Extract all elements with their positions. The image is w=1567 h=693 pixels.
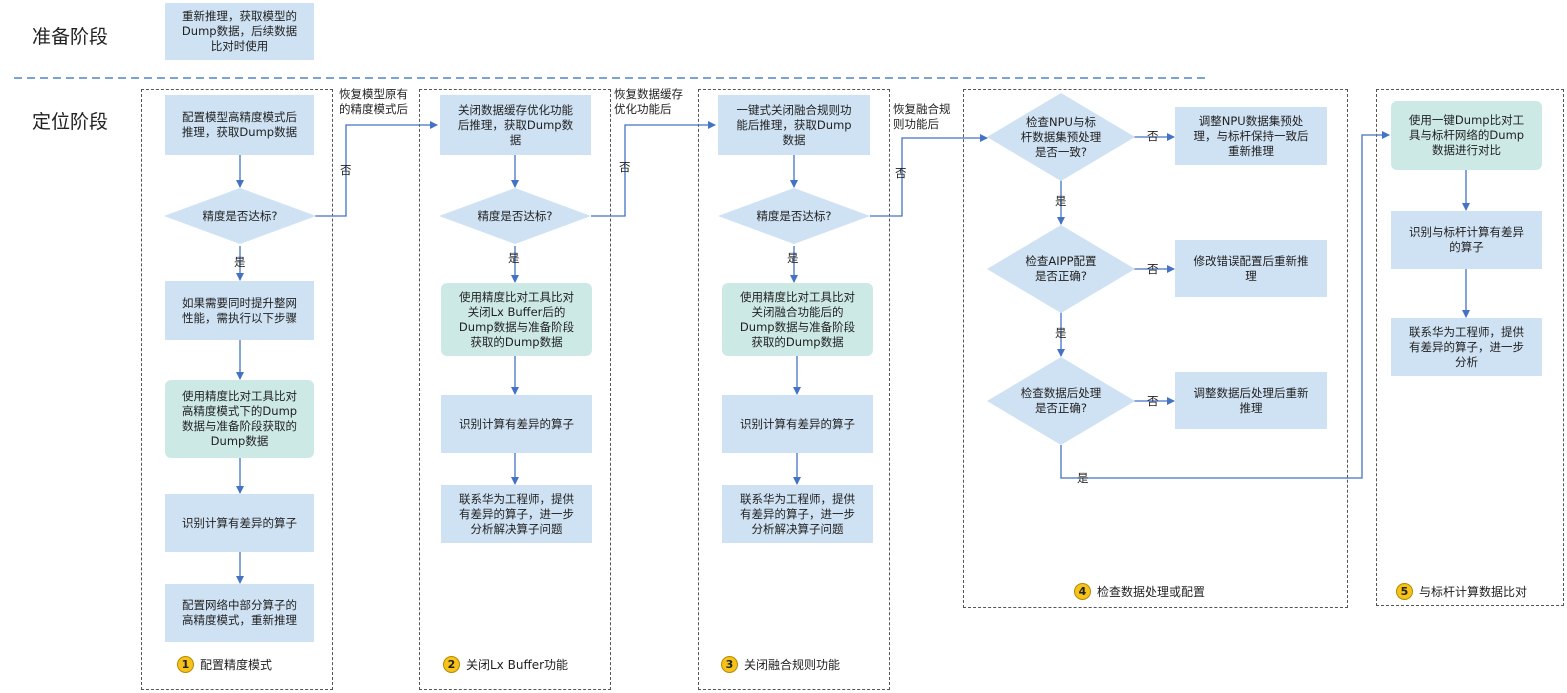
g1-step-config-high-precision: 配置模型高精度模式后 推理，获取Dump数据	[165, 95, 314, 155]
decision-diamond-1	[164, 188, 316, 244]
g4-yes-label-1: 是	[1055, 194, 1067, 208]
group-4-frame	[963, 89, 1348, 608]
decision-diamond-2	[439, 188, 591, 244]
g3-yes-label: 是	[787, 251, 799, 265]
g2-step-identify-ops: 识别计算有差异的算子	[441, 395, 592, 453]
g4-no-label-3: 否	[1147, 394, 1159, 408]
g1-decision-text: 精度是否达标?	[202, 208, 278, 223]
g2-yes-label: 是	[508, 251, 520, 265]
g4-no-label-2: 否	[1147, 262, 1159, 276]
g4-caption-text: 检查数据处理或配置	[1097, 585, 1206, 599]
group-2-frame	[419, 89, 611, 690]
g1-caption: 1 配置精度模式	[177, 656, 272, 673]
g2-number-badge: 2	[443, 656, 460, 673]
g3-caption-text: 关闭融合规则功能	[744, 658, 841, 672]
transition-1-label: 恢复模型原有 的精度模式后	[339, 87, 408, 116]
g5-step-oneclick-compare: 使用一键Dump比对工 具与标杆网络的Dump 数据进行对比	[1391, 101, 1542, 170]
prepare-dump-box: 重新推理，获取模型的 Dump数据，后续数据 比对时使用	[165, 3, 314, 60]
g4-step-fix-config: 修改错误配置后重新推 理	[1175, 240, 1327, 297]
g3-step-disable-fusion: 一键式关闭融合规则功 能后推理，获取Dump 数据	[718, 95, 870, 155]
g1-step-performance-note: 如果需要同时提升整网 性能，需执行以下步骤	[165, 281, 314, 340]
stage-locate-label: 定位阶段	[32, 111, 109, 133]
g1-step-identify-ops: 识别计算有差异的算子	[165, 494, 314, 552]
decision-diamond-4b	[987, 225, 1135, 313]
g1-no-label: 否	[340, 163, 352, 177]
transition-2-label: 恢复数据缓存 优化功能后	[614, 87, 683, 116]
g4-caption: 4 检查数据处理或配置	[1074, 583, 1205, 600]
g5-caption-text: 与标杆计算数据比对	[1419, 585, 1528, 599]
group-1-frame	[141, 89, 333, 690]
group-3-frame	[698, 89, 890, 690]
g2-caption-text: 关闭Lx Buffer功能	[466, 658, 569, 672]
g4-no-label-1: 否	[1147, 129, 1159, 143]
g1-step-config-ops-precision: 配置网络中部分算子的 高精度模式，重新推理	[165, 584, 314, 642]
transition-3-label: 恢复融合规 则功能后	[893, 102, 951, 131]
g2-step-disable-lx-buffer: 关闭数据缓存优化功能 后推理，获取Dump数 据	[440, 95, 591, 155]
g3-step-compare-dump: 使用精度比对工具比对 关闭融合功能后的 Dump数据与准备阶段 获取的Dump数…	[722, 283, 873, 356]
g5-caption: 5 与标杆计算数据比对	[1396, 583, 1527, 600]
g1-yes-label: 是	[234, 255, 246, 269]
g4-decision-postprocess-text: 检查数据后处理 是否正确?	[1020, 386, 1102, 415]
g3-step-identify-ops: 识别计算有差异的算子	[722, 395, 873, 453]
g4-yes-label-2: 是	[1055, 326, 1067, 340]
g5-step-identify-ops: 识别与标杆计算有差异 的算子	[1391, 211, 1542, 269]
stage-prepare-label: 准备阶段	[32, 26, 109, 48]
decision-diamond-4c	[987, 357, 1135, 445]
g4-number-badge: 4	[1074, 583, 1091, 600]
g2-decision-text: 精度是否达标?	[477, 208, 553, 223]
g5-step-contact-engineer: 联系华为工程师，提供 有差异的算子，进一步 分析	[1391, 318, 1542, 376]
g2-step-contact-engineer: 联系华为工程师，提供 有差异的算子，进一步 分析解决算子问题	[441, 485, 592, 543]
g3-caption: 3 关闭融合规则功能	[721, 656, 840, 673]
g2-no-label: 否	[619, 160, 631, 174]
g3-number-badge: 3	[721, 656, 738, 673]
g5-number-badge: 5	[1396, 583, 1413, 600]
g2-step-compare-dump: 使用精度比对工具比对 关闭Lx Buffer后的 Dump数据与准备阶段 获取的…	[441, 283, 592, 356]
g1-number-badge: 1	[177, 656, 194, 673]
group-5-frame	[1376, 89, 1564, 606]
g1-caption-text: 配置精度模式	[200, 658, 273, 672]
decision-diamond-3	[718, 188, 870, 244]
g2-caption: 2 关闭Lx Buffer功能	[443, 656, 568, 673]
g1-step-compare-dump: 使用精度比对工具比对 高精度模式下的Dump 数据与准备阶段获取的 Dump数据	[165, 380, 314, 458]
g4-yes-label-3: 是	[1077, 471, 1089, 485]
g3-no-label: 否	[895, 166, 907, 180]
decision-diamond-4a	[987, 93, 1135, 181]
g4-step-adjust-preprocess: 调整NPU数据集预处 理，与标杆保持一致后 重新推理	[1175, 107, 1327, 165]
g4-decision-aipp-text: 检查AIPP配置 是否正确?	[1025, 254, 1097, 283]
g4-step-adjust-postprocess: 调整数据后处理后重新 推理	[1175, 372, 1327, 429]
g3-decision-text: 精度是否达标?	[756, 208, 832, 223]
g3-step-contact-engineer: 联系华为工程师，提供 有差异的算子，进一步 分析解决算子问题	[722, 485, 873, 543]
g4-decision-preprocess-text: 检查NPU与标 杆数据集预处理 是否一致?	[1020, 114, 1102, 159]
